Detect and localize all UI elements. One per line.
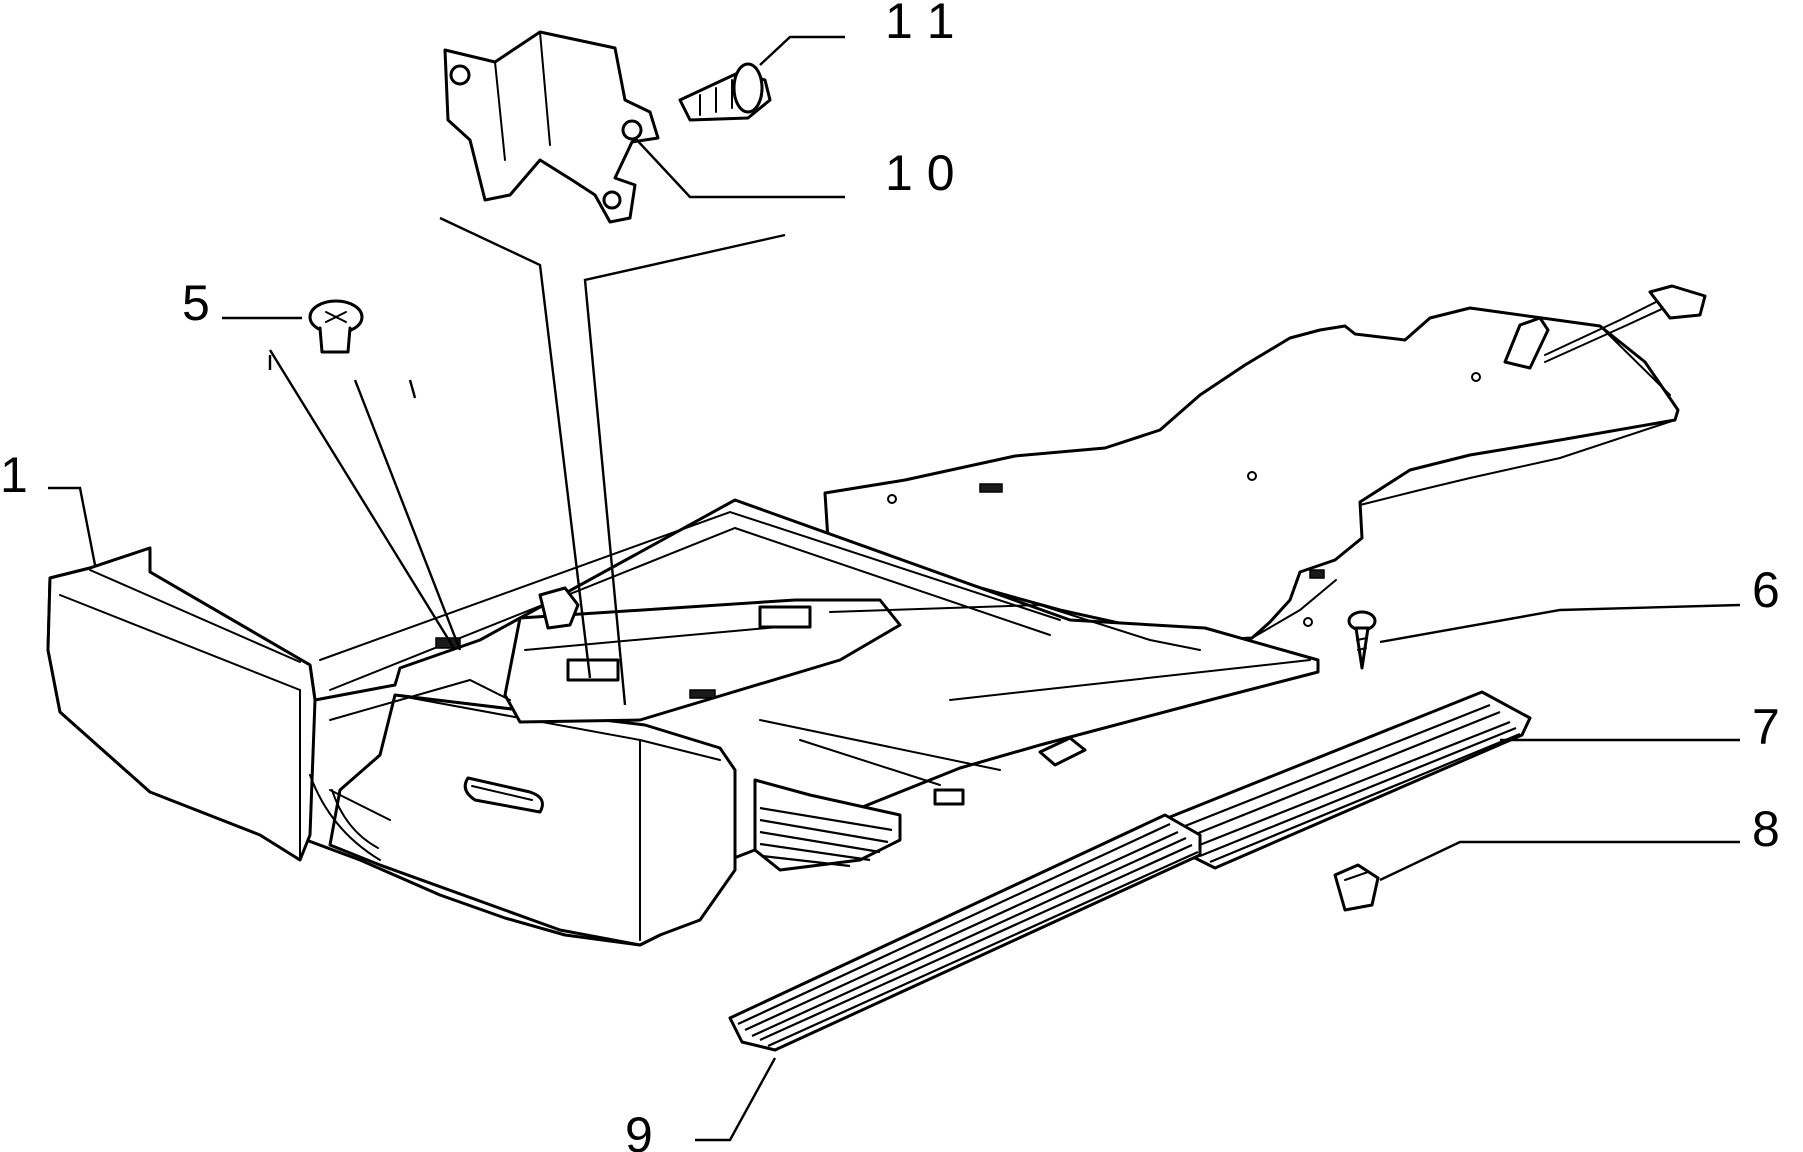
callout-5: 5 — [182, 275, 210, 331]
push-clip-fastener — [678, 62, 772, 122]
screw-6 — [1347, 610, 1377, 670]
callout-1: 1 — [0, 447, 28, 503]
bracket — [443, 30, 660, 224]
leader-lines — [48, 35, 1741, 1142]
bolt-5 — [308, 299, 364, 354]
callout-11: 1 1 — [885, 0, 955, 49]
callout-9: 9 — [625, 1107, 653, 1152]
clip-nut-8 — [1333, 863, 1380, 912]
floor-tray — [46, 498, 1320, 947]
callout-7: 7 — [1752, 699, 1780, 755]
callout-6: 6 — [1752, 562, 1780, 618]
callout-8: 8 — [1752, 801, 1780, 857]
footwell-hatching — [759, 806, 893, 868]
floor-mat — [823, 284, 1707, 642]
callout-10: 1 0 — [885, 145, 955, 201]
sill-strip-front — [728, 813, 1202, 1052]
sill-strip-rear — [1168, 690, 1532, 870]
